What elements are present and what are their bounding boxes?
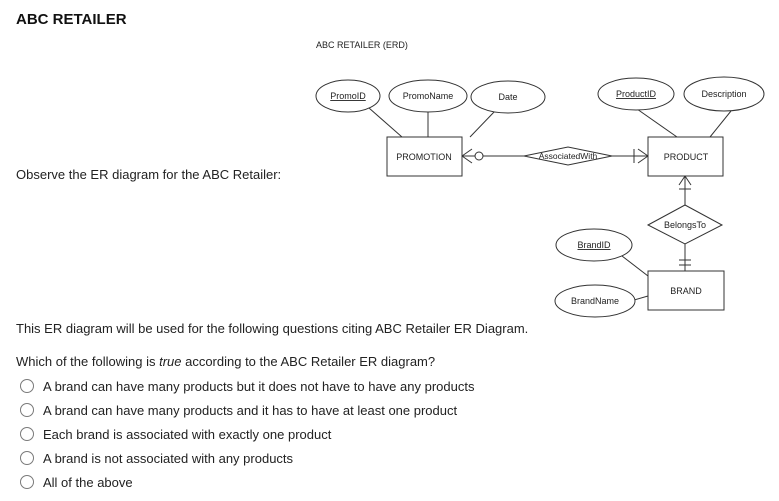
crowfoot-product (637, 148, 649, 157)
cardinality-marks (461, 148, 692, 266)
attribute-date (470, 80, 546, 114)
associatedwith-label: AssociatedWith (539, 151, 598, 161)
crowfoot-promotion (461, 148, 473, 157)
relationship-belongsto (646, 204, 724, 245)
promoid-label: PromoID (330, 91, 366, 101)
entity-brand (647, 270, 725, 311)
promoid-connector (368, 107, 403, 138)
answer-option-1[interactable]: A brand can have many products but it do… (20, 376, 474, 396)
answer-option-2[interactable]: A brand can have many products and it ha… (20, 400, 457, 420)
page-title: ABC RETAILER (16, 11, 127, 28)
crowfoot-product-bottom (678, 175, 686, 186)
answer-option-label: Each brand is associated with exactly on… (43, 426, 332, 442)
observe-instruction: Observe the ER diagram for the ABC Retai… (16, 167, 282, 182)
brand-label: BRAND (670, 286, 702, 296)
crowfoot-product-bottom (684, 175, 692, 186)
promoname-label: PromoName (403, 91, 454, 101)
question-before: Which of the following is (16, 354, 160, 369)
brandname-label: BrandName (571, 296, 619, 306)
belongsto-label: BelongsTo (664, 220, 706, 230)
zero-circle-promotion (474, 151, 484, 161)
radio-button[interactable] (20, 475, 34, 489)
description-label: Description (701, 89, 746, 99)
entity-product (647, 136, 724, 177)
answer-option-4[interactable]: A brand is not associated with any produ… (20, 448, 293, 468)
attribute-description (683, 76, 765, 112)
productid-connector (636, 108, 678, 138)
attribute-brandname (554, 284, 636, 318)
attribute-brandid (555, 228, 633, 262)
product-label: PRODUCT (664, 152, 709, 162)
answer-option-label: All of the above (43, 474, 133, 490)
radio-button[interactable] (20, 403, 34, 417)
erd-title: ABC RETAILER (ERD) (316, 40, 408, 50)
answer-option-label: A brand can have many products and it ha… (43, 402, 458, 418)
entity-promotion (386, 136, 463, 177)
brandid-connector (621, 255, 649, 277)
date-connector (469, 110, 496, 138)
brandname-connector (633, 295, 649, 301)
er-diagram: ABC RETAILER (ERD) (315, 40, 765, 318)
attribute-promoname (388, 79, 468, 113)
diagram-intro-text: This ER diagram will be used for the fol… (16, 321, 529, 336)
answer-option-5[interactable]: All of the above (20, 472, 133, 492)
crowfoot-promotion (461, 155, 473, 164)
productid-label: ProductID (616, 89, 657, 99)
radio-button[interactable] (20, 427, 34, 441)
answer-option-3[interactable]: Each brand is associated with exactly on… (20, 424, 331, 444)
promotion-label: PROMOTION (396, 152, 452, 162)
answer-option-label: A brand is not associated with any produ… (43, 450, 294, 466)
crowfoot-product (637, 155, 649, 164)
attribute-promoid (315, 79, 381, 113)
date-label: Date (498, 92, 517, 102)
answer-option-label: A brand can have many products but it do… (43, 378, 475, 394)
description-connector (709, 110, 732, 138)
attribute-productid (597, 77, 675, 111)
question-emphasis: true (159, 354, 182, 369)
question-text: Which of the following is true according… (16, 354, 435, 369)
brandid-label: BrandID (577, 240, 611, 250)
question-after: according to the ABC Retailer ER diagram… (181, 354, 436, 369)
relationship-associatedwith (523, 146, 613, 166)
radio-button[interactable] (20, 451, 34, 465)
radio-button[interactable] (20, 379, 34, 393)
